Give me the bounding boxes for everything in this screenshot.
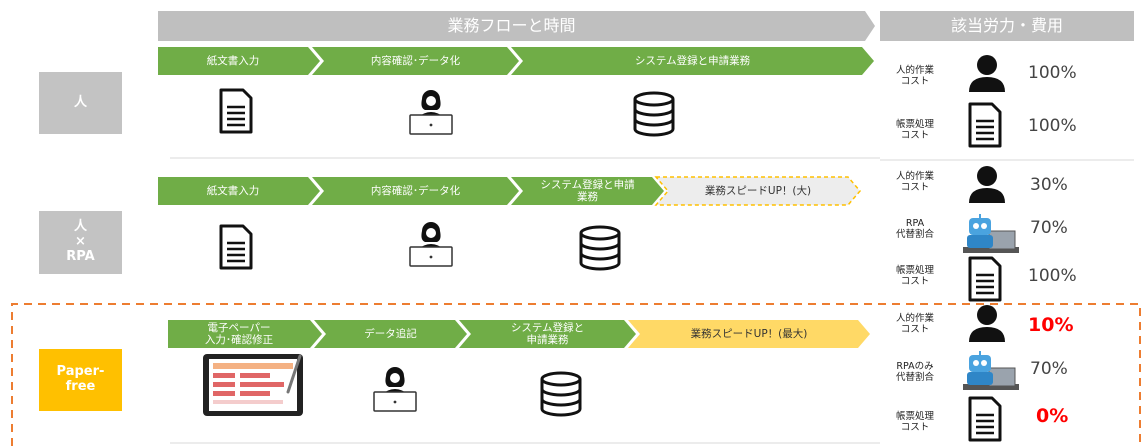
cost-label: 帳票処理 コスト: [895, 119, 934, 141]
database-icon: [633, 91, 675, 137]
row3-step1-chevron: [168, 320, 322, 348]
document-icon: [968, 102, 1002, 148]
document-icon: [219, 224, 253, 270]
person-laptop-icon: [409, 221, 453, 267]
row2-label: 人 × RPA: [39, 211, 122, 274]
cost-label: RPA 代替割合: [895, 218, 934, 240]
row3-step1-text: 電子ペーパー 入力･確認修正: [204, 321, 274, 346]
document-icon: [968, 256, 1002, 302]
database-icon: [579, 225, 621, 271]
robot-icon: [962, 350, 1020, 391]
row2-step2-chevron: [312, 177, 519, 205]
cost-header-bar: [880, 11, 1134, 41]
tablet-icon: [203, 354, 303, 416]
person-icon: [969, 305, 1005, 342]
row3-step2-text: データ追記: [364, 327, 417, 340]
cost-value-highlight: 10%: [1028, 314, 1074, 336]
row3-step3-chevron: [459, 320, 636, 348]
person-icon: [969, 166, 1005, 203]
row3-speed-chevron: [628, 320, 870, 348]
robot-icon: [962, 213, 1020, 254]
row1-step2-chevron: [312, 47, 519, 75]
cost-label: 人的作業 コスト: [895, 171, 934, 193]
cost-label: RPAのみ 代替割合: [895, 361, 934, 383]
cost-value: 70%: [1030, 218, 1068, 238]
row1-step3-text: システム登録と申請業務: [634, 54, 751, 67]
row2-step3-chevron: [511, 177, 664, 205]
row2-speed-chevron: [654, 176, 861, 206]
row1-step1-chevron: [158, 47, 320, 75]
person-icon: [969, 55, 1005, 92]
row3-step3-text: システム登録と 申請業務: [510, 321, 585, 346]
database-icon: [540, 371, 582, 417]
row3-speed-text: 業務スピードUP！(最大): [690, 327, 808, 340]
cost-label: 帳票処理 コスト: [895, 265, 934, 287]
row1-step2-text: 内容確認･データ化: [370, 54, 461, 67]
row3-step2-chevron: [314, 320, 467, 348]
cost-value: 100%: [1028, 266, 1077, 286]
paperfree-dashed-border: [11, 303, 1141, 446]
row2-step1-chevron: [158, 177, 320, 205]
row1-label: 人: [39, 72, 122, 134]
row2-speed-text: 業務スピードUP！(大): [704, 184, 812, 197]
cost-value: 70%: [1030, 359, 1068, 379]
document-icon: [968, 396, 1002, 442]
row2-step1-text: 紙文書入力: [206, 184, 260, 197]
row3-label: Paper- free: [39, 349, 122, 411]
person-laptop-icon: [373, 366, 417, 412]
cost-label: 帳票処理 コスト: [895, 411, 934, 433]
flow-header-bar: [158, 11, 875, 41]
cost-label: 人的作業 コスト: [895, 65, 934, 87]
cost-value: 100%: [1028, 116, 1077, 136]
cost-value-highlight: 0%: [1036, 405, 1069, 427]
flow-header-title: 業務フローと時間: [447, 16, 576, 35]
row1-step1-text: 紙文書入力: [206, 54, 260, 67]
row2-step2-text: 内容確認･データ化: [370, 184, 461, 197]
row2-step3-text: システム登録と申請 業務: [540, 178, 635, 203]
person-laptop-icon: [409, 89, 453, 135]
cost-header-title: 該当労力・費用: [950, 16, 1063, 35]
document-icon: [219, 88, 253, 134]
cost-label: 人的作業 コスト: [895, 313, 934, 335]
cost-value: 30%: [1030, 175, 1068, 195]
row1-step3-chevron: [511, 47, 874, 75]
cost-value: 100%: [1028, 63, 1077, 83]
